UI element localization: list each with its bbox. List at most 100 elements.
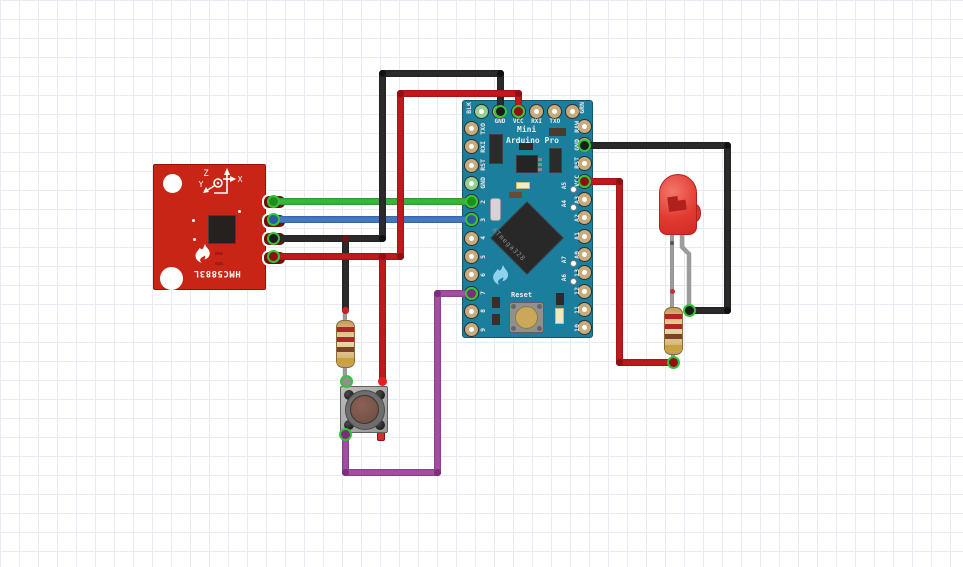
power-led (516, 182, 530, 189)
pin-hole[interactable] (577, 228, 592, 244)
pin-hole[interactable] (577, 118, 592, 134)
pin-label: 8 (478, 309, 487, 314)
connection-point[interactable] (511, 104, 525, 118)
pin-hole[interactable] (463, 230, 479, 246)
resistor-body[interactable] (663, 307, 683, 355)
wire-black-led-gnd[interactable] (580, 141, 731, 149)
leg-bendpoint (670, 241, 674, 245)
button-corner-pin (375, 420, 385, 430)
wire-red-vcc[interactable] (514, 89, 522, 115)
wire-end-marker[interactable] (341, 306, 349, 314)
pin-hole[interactable] (463, 120, 479, 136)
wire-purple-signal[interactable] (341, 468, 441, 476)
wire-junction[interactable] (378, 252, 386, 260)
wire-junction[interactable] (341, 234, 349, 242)
wire-bendpoint[interactable] (378, 69, 386, 77)
wire-bendpoint[interactable] (396, 252, 404, 260)
wire-red-button-branch[interactable] (378, 252, 386, 385)
pin-label: A5 (561, 182, 568, 190)
wire-bendpoint[interactable] (723, 306, 731, 314)
pin-hole[interactable] (463, 157, 479, 173)
resistor-band-gold (664, 345, 682, 351)
connection-point[interactable] (577, 174, 591, 188)
pin-hole[interactable] (463, 139, 479, 155)
connection-point[interactable] (493, 104, 507, 118)
wire-red-vcc[interactable] (269, 252, 404, 260)
pin-hole[interactable] (577, 265, 592, 281)
wire-bendpoint[interactable] (341, 468, 349, 476)
wire-bendpoint[interactable] (396, 89, 404, 97)
pin-hole-rxi[interactable] (528, 103, 544, 119)
smd-component (549, 148, 562, 173)
magnetometer-pcb[interactable]: HMC5883L Z X Y (153, 164, 287, 290)
wire-bendpoint[interactable] (615, 177, 623, 185)
wire-bendpoint[interactable] (496, 69, 504, 77)
wire-red-led-vcc[interactable] (615, 358, 677, 366)
wire-black-gnd[interactable] (378, 69, 504, 77)
wire-black-led-gnd[interactable] (723, 141, 731, 314)
pin-hole-txo[interactable] (547, 103, 563, 119)
resistor-body[interactable] (335, 320, 355, 368)
wire-black-gnd[interactable] (269, 234, 386, 242)
wire-black-gnd[interactable] (378, 69, 386, 242)
connection-point[interactable] (464, 194, 478, 208)
pin-hole-blk[interactable] (473, 103, 489, 119)
pin-hole-grn[interactable] (565, 103, 581, 119)
wire-red-vcc[interactable] (396, 89, 522, 97)
connection-point[interactable] (666, 355, 680, 369)
wire-bendpoint[interactable] (378, 234, 386, 242)
wire-bendpoint[interactable] (723, 141, 731, 149)
pin-label: TXO (478, 122, 487, 135)
button-cap[interactable] (350, 395, 379, 424)
wire-purple-signal[interactable] (433, 289, 475, 297)
wire-red-led-vcc[interactable] (615, 177, 623, 366)
pin-hole[interactable] (577, 155, 592, 171)
smd-component (489, 134, 503, 164)
connection-point[interactable] (682, 303, 696, 317)
wire-green-sda[interactable] (269, 197, 475, 205)
wire-bendpoint[interactable] (433, 289, 441, 297)
pin-hole-a7[interactable] (569, 259, 577, 267)
pin-hole[interactable] (577, 210, 592, 226)
connection-point[interactable] (577, 138, 591, 152)
pin-hole[interactable] (577, 320, 592, 336)
arduino-right-pin-column (577, 117, 592, 337)
wire-end-marker[interactable] (377, 376, 387, 386)
wire-bendpoint[interactable] (615, 358, 623, 366)
pin-hole[interactable] (463, 267, 479, 283)
pin-hole[interactable] (577, 283, 592, 299)
wire-red-led-vcc[interactable] (580, 177, 623, 185)
wire-black-led-gnd[interactable] (685, 306, 731, 314)
wire-bendpoint[interactable] (514, 89, 522, 97)
connection-point[interactable] (266, 231, 280, 245)
pin-hole[interactable] (577, 192, 592, 208)
connection-point[interactable] (266, 194, 280, 208)
connection-point[interactable] (266, 249, 280, 263)
pin-hole-a5[interactable] (569, 185, 577, 193)
wire-black-gnd-branch[interactable] (341, 234, 349, 314)
connection-point[interactable] (339, 374, 353, 388)
connection-point[interactable] (266, 212, 280, 226)
pin-hole[interactable] (463, 249, 479, 265)
pin-hole[interactable] (463, 303, 479, 319)
connection-point[interactable] (464, 212, 478, 226)
wire-blue-scl[interactable] (269, 215, 475, 223)
pin-hole-a4[interactable] (569, 203, 577, 211)
pin-hole-a6[interactable] (569, 277, 577, 285)
pin-hole[interactable] (463, 322, 479, 338)
reset-button-cap[interactable] (515, 306, 538, 329)
reset-button-screw (537, 326, 542, 331)
wire-bendpoint[interactable] (433, 468, 441, 476)
pin-hole[interactable] (463, 175, 479, 191)
pin-label: A2 (572, 214, 581, 222)
connection-point[interactable] (338, 427, 352, 441)
magnetometer-chip (208, 215, 236, 244)
wire-purple-signal[interactable] (341, 430, 349, 476)
reset-button-screw (511, 326, 516, 331)
pin-hole[interactable] (577, 247, 592, 263)
wire-purple-signal[interactable] (433, 289, 441, 476)
connection-point[interactable] (464, 286, 478, 300)
wire-red-vcc[interactable] (396, 89, 404, 260)
pin-hole[interactable] (577, 301, 592, 317)
pin-label: A1 (572, 232, 581, 241)
